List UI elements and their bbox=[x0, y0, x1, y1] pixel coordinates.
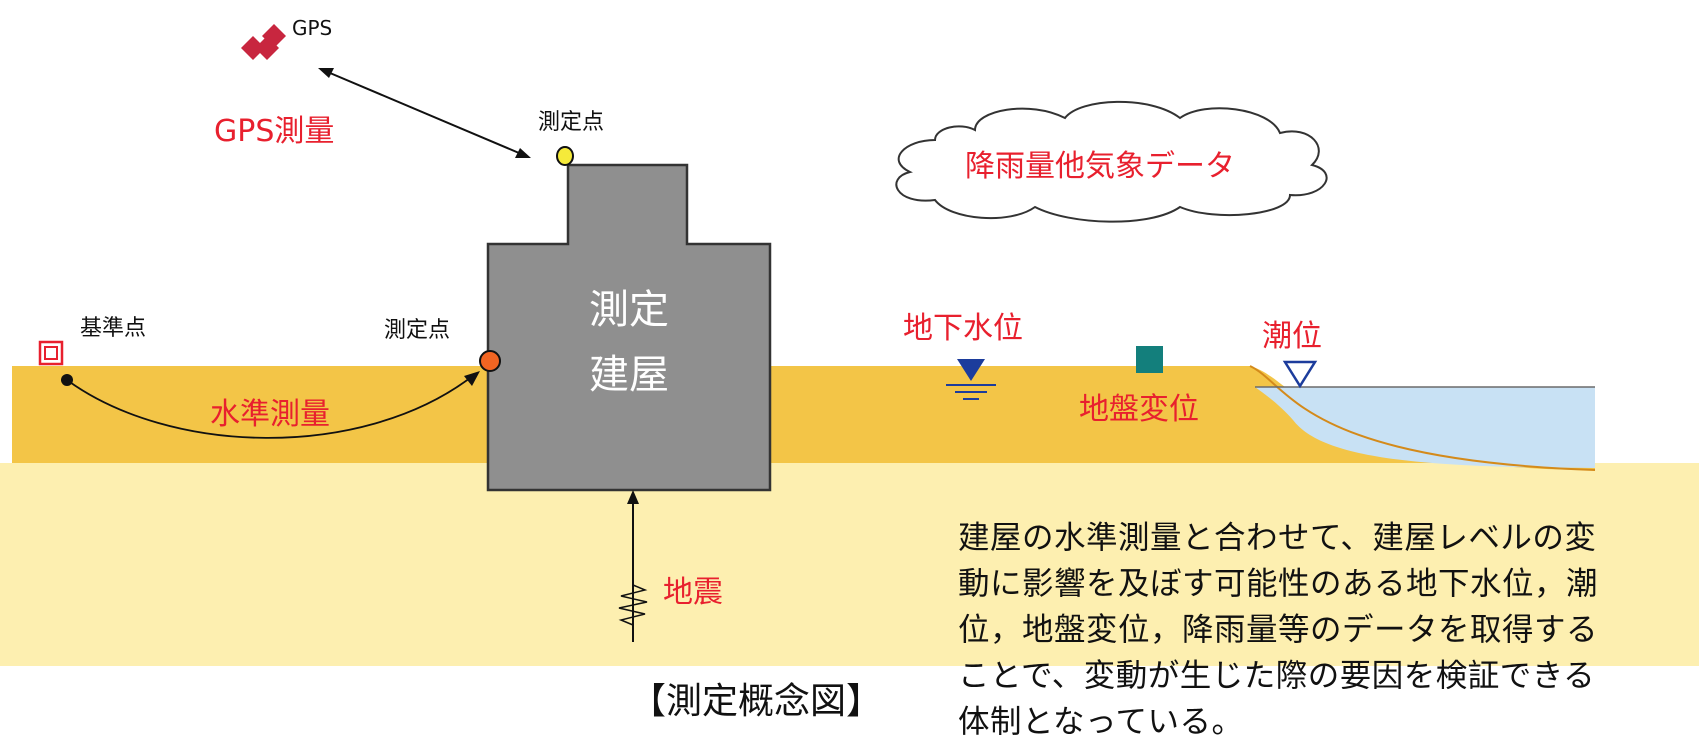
description-line: ことで、変動が生じた際の要因を検証できる bbox=[958, 658, 1596, 694]
gps-link-arrow bbox=[318, 68, 531, 158]
sea-water bbox=[1255, 387, 1595, 468]
gps-satellite-icon bbox=[241, 24, 286, 60]
description-line: 動に影響を及ぼす可能性のある地下水位，潮 bbox=[958, 566, 1599, 602]
earthquake-arrowhead bbox=[627, 490, 639, 504]
weather-data-label: 降雨量他気象データ bbox=[965, 149, 1235, 184]
measurement-diagram bbox=[0, 24, 1699, 666]
building-label-line1: 測定 bbox=[589, 287, 669, 333]
groundwater-label: 地下水位 bbox=[903, 311, 1023, 346]
leveling-label: 水準測量 bbox=[210, 397, 330, 432]
measure-point-left-marker bbox=[479, 350, 501, 372]
description-line: 建屋の水準測量と合わせて、建屋レベルの変 bbox=[958, 520, 1597, 556]
description-line: 体制となっている。 bbox=[958, 704, 1244, 740]
measure-point-top-marker bbox=[556, 146, 574, 166]
ground-sensor bbox=[1136, 346, 1163, 373]
tide-triangle-icon bbox=[1282, 360, 1318, 389]
ground-upper-layer bbox=[12, 366, 1595, 470]
gps-satellite-label: GPS bbox=[292, 16, 333, 40]
seismic-wave-icon bbox=[618, 584, 648, 626]
measure-point-top-label: 測定点 bbox=[538, 110, 605, 135]
benchmark-marker-icon bbox=[38, 340, 64, 366]
benchmark-label: 基準点 bbox=[80, 316, 147, 341]
leveling-curve bbox=[66, 377, 471, 439]
coast-line bbox=[1249, 365, 1596, 471]
groundwater-triangle-icon bbox=[946, 359, 996, 400]
ground-displacement-label: 地盤変位 bbox=[1079, 392, 1199, 427]
cloud-icon bbox=[895, 100, 1328, 223]
gps-survey-label: GPS測量 bbox=[214, 114, 335, 149]
measure-point-left-label: 測定点 bbox=[384, 318, 451, 343]
description-line: 位，地盤変位，降雨量等のデータを取得する bbox=[958, 612, 1599, 648]
ground-lower-layer bbox=[0, 463, 1699, 666]
earthquake-label: 地震 bbox=[663, 575, 723, 610]
building bbox=[486, 163, 772, 492]
tide-label: 潮位 bbox=[1262, 319, 1322, 354]
building-label-line2: 建屋 bbox=[589, 352, 669, 398]
description-text: 建屋の水準測量と合わせて、建屋レベルの変 動に影響を及ぼす可能性のある地下水位，… bbox=[958, 515, 1698, 745]
leveling-arrowhead bbox=[464, 371, 480, 386]
diagram-caption: 【測定概念図】 bbox=[630, 681, 883, 722]
